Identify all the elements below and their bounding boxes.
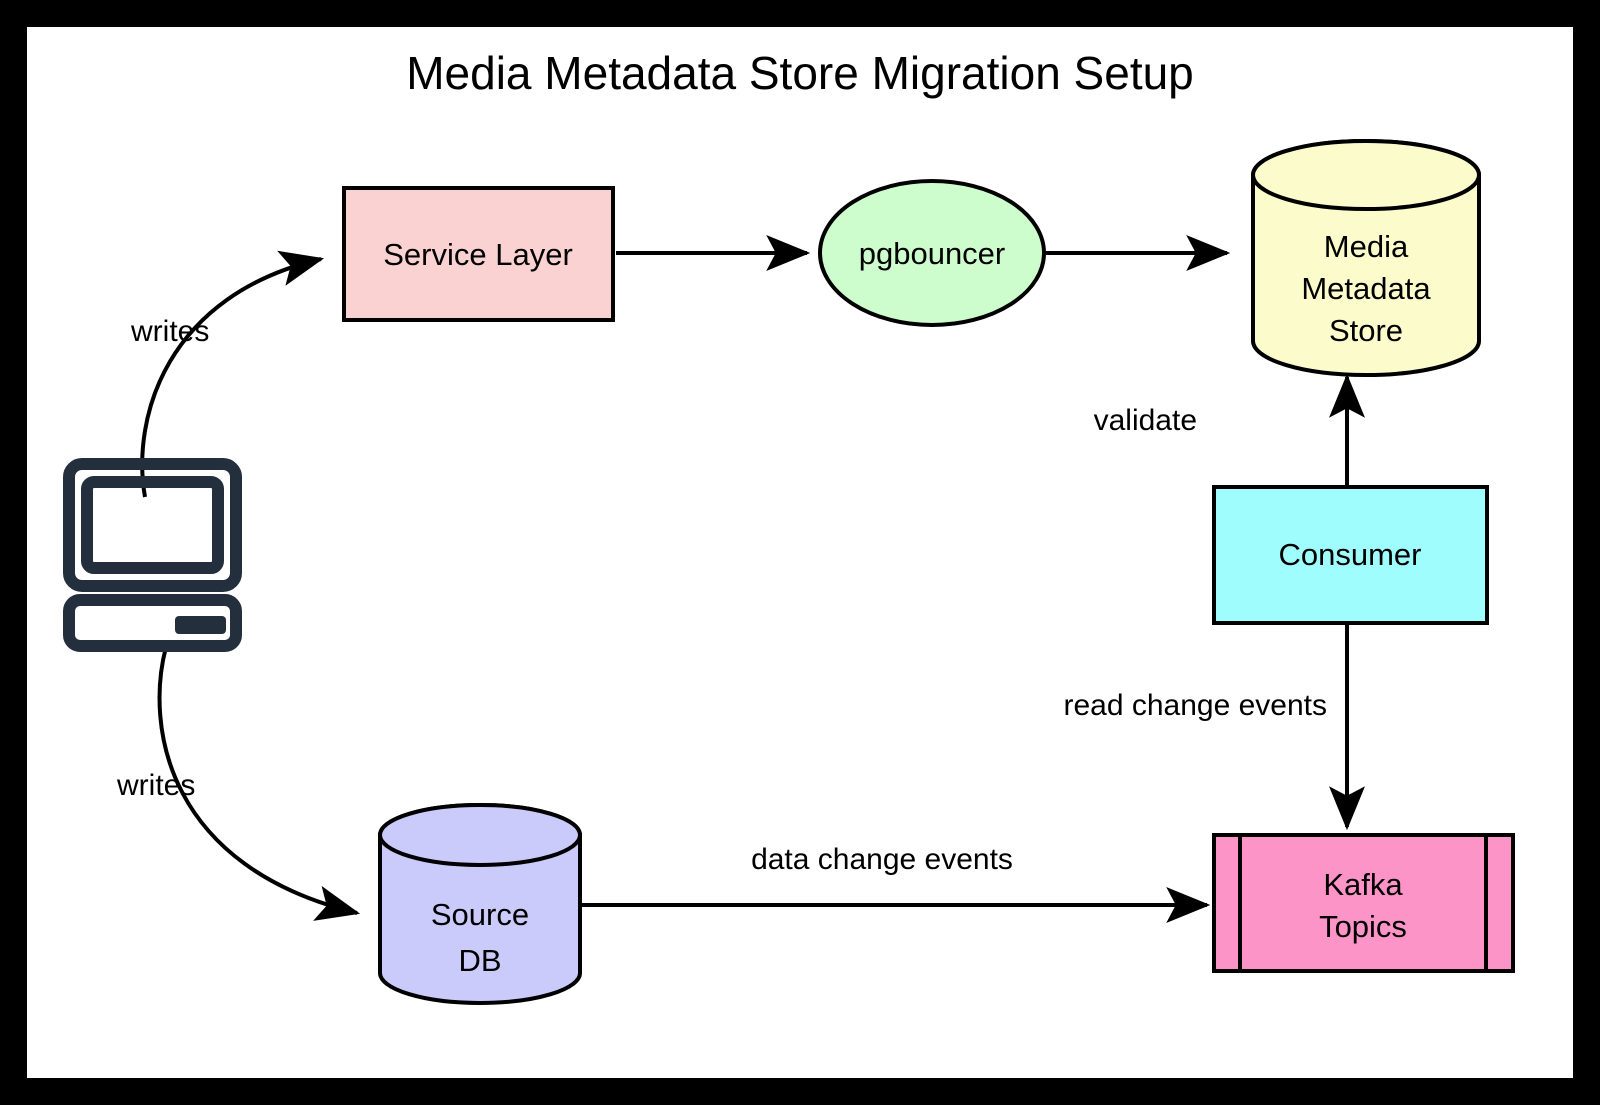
kafka-topics-label-line2: Topics xyxy=(1319,909,1407,944)
source-db-label-line2: DB xyxy=(458,943,501,978)
node-consumer[interactable]: Consumer xyxy=(1212,485,1489,625)
computer-screen-icon xyxy=(81,476,224,574)
service-layer-label: Service Layer xyxy=(383,237,573,272)
pgbouncer-ellipse xyxy=(818,179,1046,327)
node-client-computer[interactable] xyxy=(63,458,242,652)
media-metadata-store-label-line1: Media xyxy=(1324,229,1409,264)
media-metadata-store-cylinder-top xyxy=(1250,139,1482,211)
edge-label-read-change-events: read change events xyxy=(1063,689,1327,722)
kafka-topics-label-line1: Kafka xyxy=(1323,867,1403,902)
edge-label-validate: validate xyxy=(1094,404,1197,437)
computer-monitor-icon xyxy=(63,458,242,592)
source-db-cylinder-top xyxy=(377,803,583,867)
node-service-layer[interactable]: Service Layer xyxy=(342,186,615,322)
diagram-canvas: Media Metadata Store Migration Setup wri… xyxy=(27,27,1573,1078)
consumer-label: Consumer xyxy=(1279,537,1422,572)
edge-label-data-change-events: data change events xyxy=(751,843,1013,876)
consumer-box xyxy=(1212,485,1489,625)
computer-base-slot-icon xyxy=(175,616,226,634)
edge-consumer-to-kafka-topics: read change events xyxy=(1063,623,1365,831)
edge-consumer-to-media-metadata-store: validate xyxy=(1094,373,1365,487)
edge-line-writes-bottom xyxy=(157,646,361,921)
computer-base-icon xyxy=(63,594,242,652)
media-metadata-store-label-line2: Metadata xyxy=(1301,271,1431,306)
edge-label-writes-bottom: writes xyxy=(116,769,195,802)
diagram-canvas-svg: Media Metadata Store Migration Setup wri… xyxy=(63,47,1515,1005)
node-kafka-topics[interactable]: Kafka Topics xyxy=(1212,833,1515,973)
media-metadata-store-label-line3: Store xyxy=(1329,313,1403,348)
pgbouncer-label: pgbouncer xyxy=(859,236,1006,271)
source-db-label-line1: Source xyxy=(431,897,529,932)
edge-client-to-source-db: writes xyxy=(116,646,361,921)
node-source-db[interactable]: Source DB xyxy=(377,803,583,1005)
edge-source-db-to-kafka-topics: data change events xyxy=(582,843,1211,923)
service-layer-box xyxy=(342,186,615,322)
node-media-metadata-store[interactable]: Media Metadata Store xyxy=(1250,139,1482,377)
page-title: Media Metadata Store Migration Setup xyxy=(406,47,1194,99)
kafka-topics-box xyxy=(1212,833,1515,973)
edge-label-writes-top: writes xyxy=(130,315,209,348)
node-pgbouncer[interactable]: pgbouncer xyxy=(818,179,1046,327)
